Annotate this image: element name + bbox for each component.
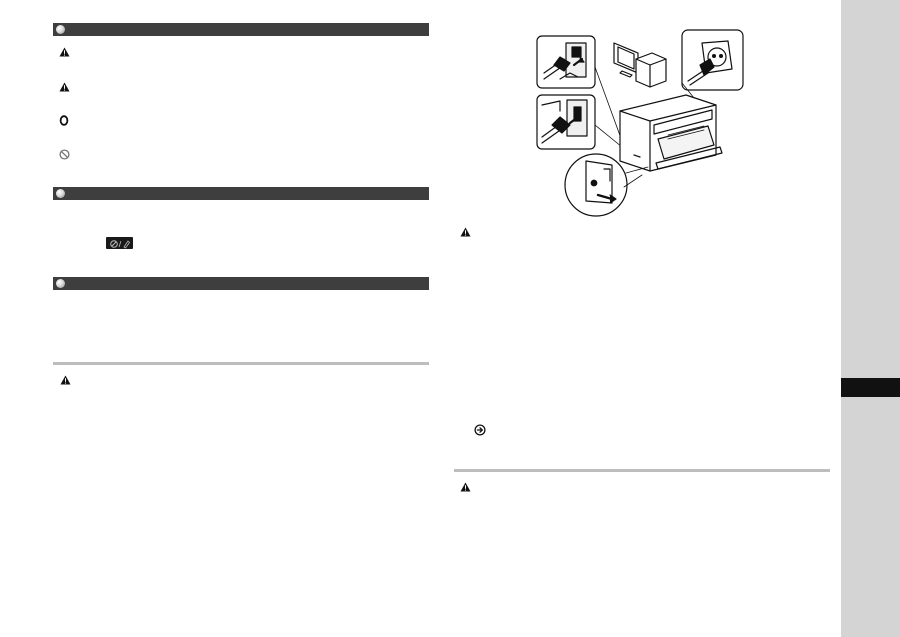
wall-outlet-icon — [681, 29, 744, 91]
usb-cable-icon — [536, 94, 596, 150]
section-bullet-icon — [56, 25, 65, 34]
divider-rule-left — [53, 362, 429, 365]
section-bullet-icon — [56, 279, 65, 288]
power-switch-icon — [564, 153, 628, 217]
section-header-bar-3 — [53, 277, 429, 290]
energy-saver-key-icon — [106, 237, 133, 249]
usb-cable-icon — [536, 35, 596, 89]
warning-triangle-icon — [460, 227, 471, 237]
section-header-bar-2 — [53, 187, 429, 200]
warning-triangle-icon — [60, 375, 71, 385]
caution-triangle-icon — [59, 82, 70, 92]
prohibited-icon — [59, 149, 70, 160]
printer-icon — [619, 94, 723, 172]
warning-triangle-icon — [460, 482, 471, 492]
section-header-bar-1 — [53, 23, 429, 36]
important-ring-icon — [59, 115, 69, 126]
divider-rule-right — [454, 469, 830, 472]
section-bullet-icon — [56, 189, 65, 198]
warning-triangle-icon — [59, 47, 70, 57]
arrow-circle-icon — [474, 424, 486, 436]
connection-illustration — [536, 29, 744, 217]
page-side-tab-strip — [841, 0, 900, 637]
computer-icon — [613, 42, 667, 88]
chapter-tab-marker — [841, 378, 900, 397]
